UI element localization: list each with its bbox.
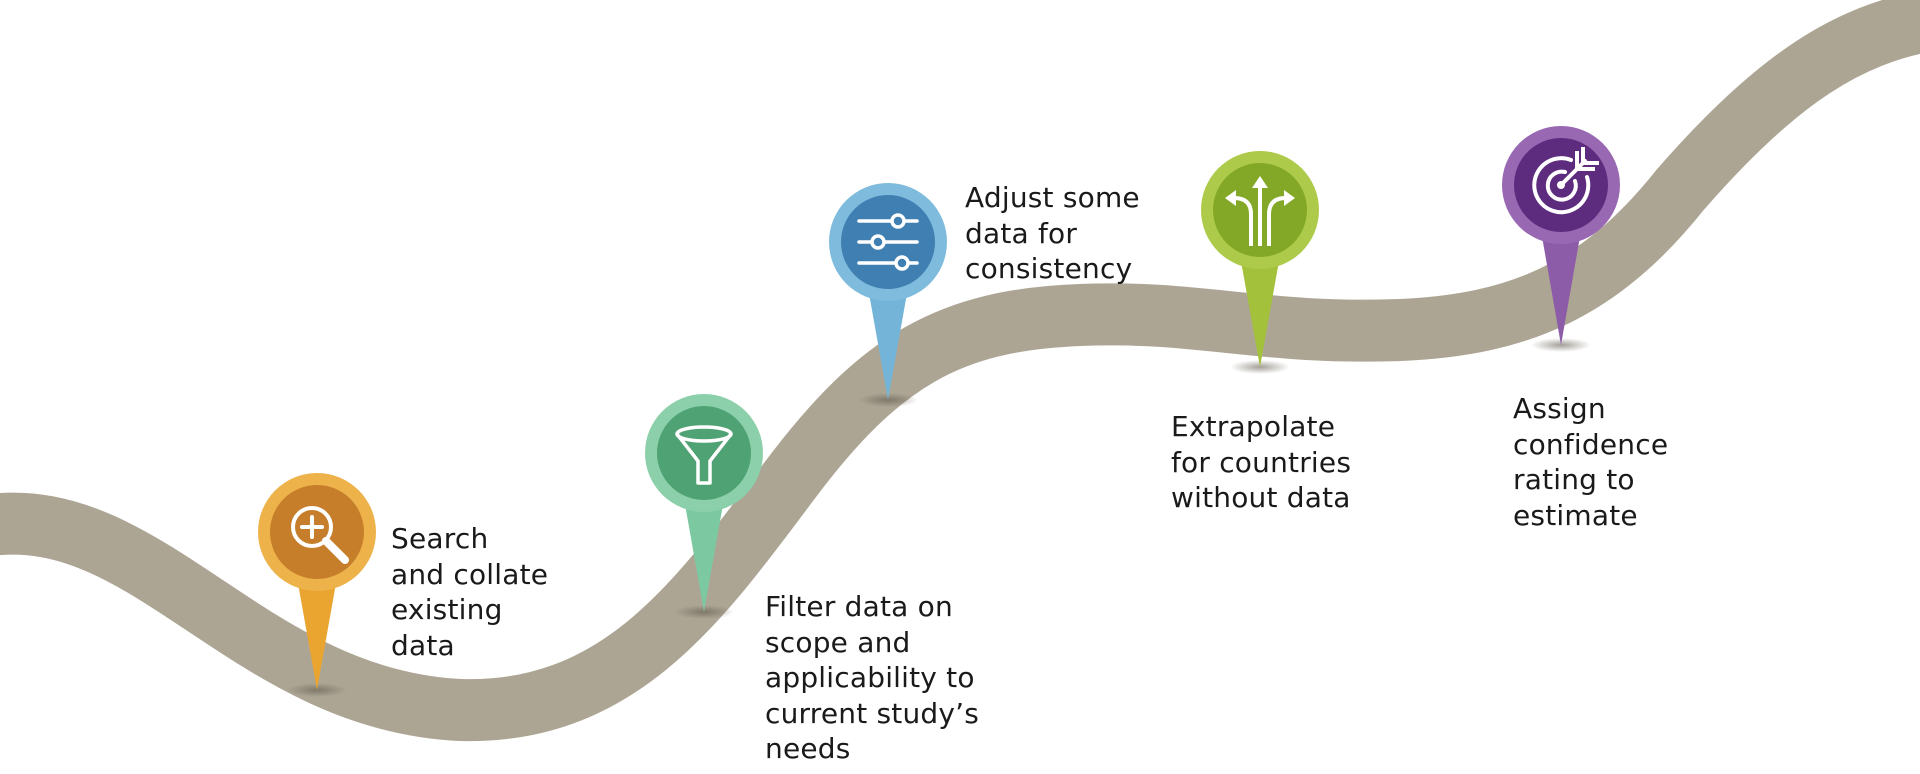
step-pin-3 (829, 183, 947, 407)
sliders-icon (857, 213, 919, 271)
step-label-search: Search and collate existing data (391, 522, 549, 662)
pin-needle (1540, 225, 1582, 345)
target-arrow-icon (1532, 147, 1599, 215)
magnifier-plus-icon (291, 506, 349, 564)
step-pin-1 (258, 473, 376, 697)
pin-needle (1239, 250, 1281, 367)
step-pin-5 (1502, 126, 1620, 352)
step-label-filter: Filter data on scope and applicability t… (765, 590, 980, 765)
winding-road (0, 0, 1920, 742)
pin-needle (683, 493, 725, 612)
step-label-assign: Assign confidence rating to estimate (1513, 392, 1669, 532)
step-pin-2 (645, 394, 763, 619)
step-label-adjust: Adjust some data for consistency (965, 181, 1140, 285)
step-label-extrapolate: Extrapolate for countries without data (1171, 410, 1352, 514)
pin-needle (296, 572, 338, 690)
pin-disc (270, 485, 364, 579)
pin-disc (657, 406, 751, 500)
step-pin-4 (1201, 151, 1319, 374)
pin-needle (867, 282, 909, 400)
funnel-icon (675, 425, 733, 485)
diverging-arrows-icon (1225, 176, 1295, 246)
